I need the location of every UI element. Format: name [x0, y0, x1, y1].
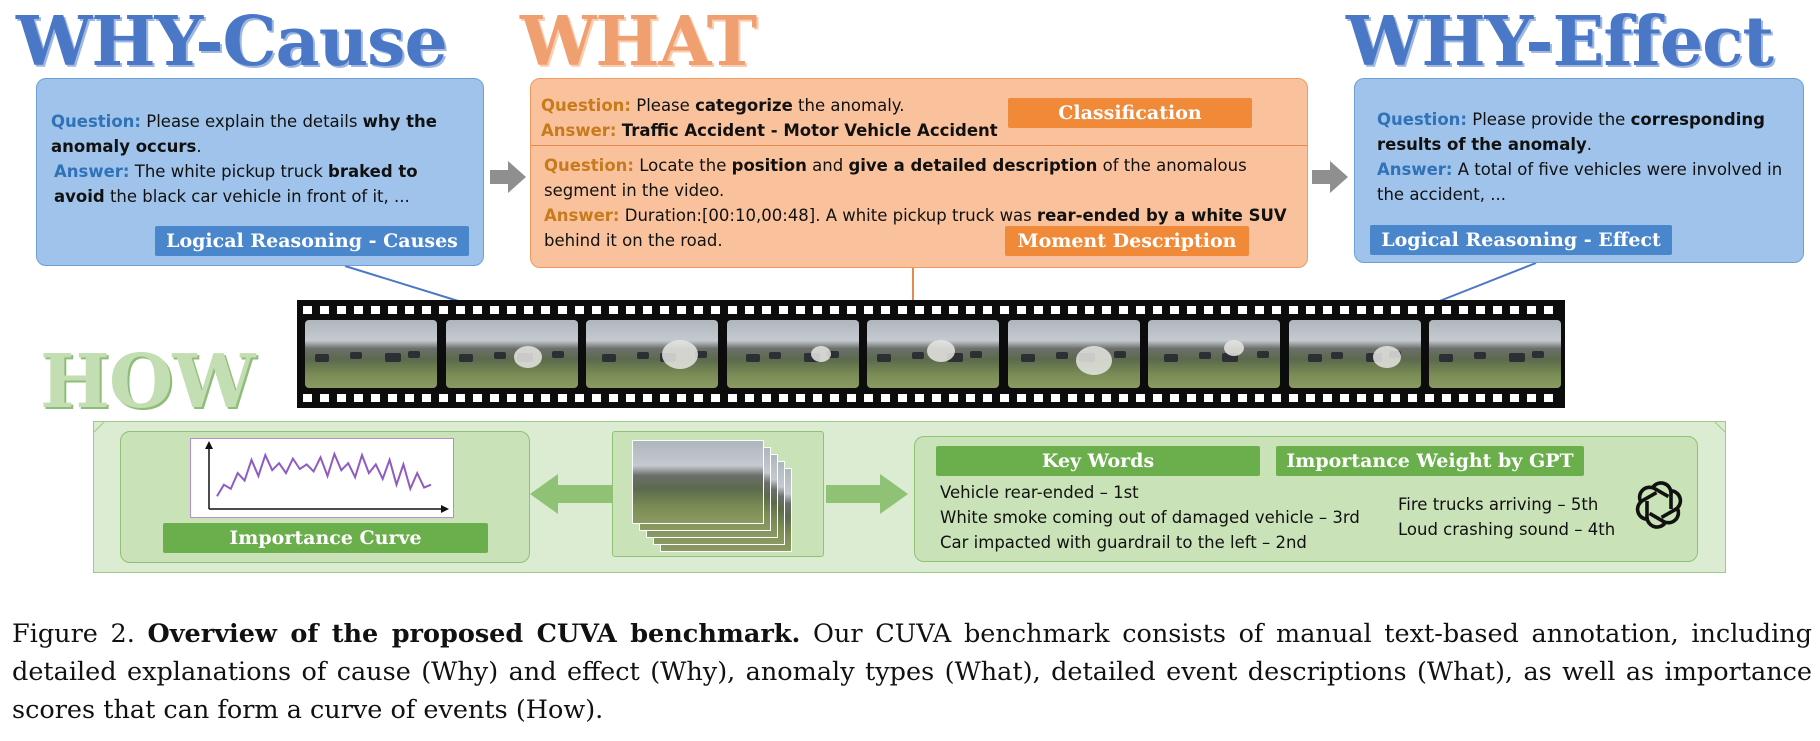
- what-answer-1: Answer: Traffic Accident - Motor Vehicle…: [541, 121, 998, 140]
- smoke-shape: [1075, 346, 1112, 375]
- vehicle-shape: [1532, 351, 1544, 358]
- vehicle-shape: [745, 354, 760, 362]
- keyword-item: Car impacted with guardrail to the left …: [940, 533, 1307, 552]
- vehicle-shape: [1307, 354, 1322, 362]
- curve-y-arrow: [205, 441, 213, 449]
- video-frame: [1148, 320, 1280, 388]
- video-frame: [305, 320, 437, 388]
- video-frame: [586, 320, 718, 388]
- heading-why-effect: WHY-Effect: [1346, 2, 1774, 82]
- tag-importance-weight-by-gpt: Importance Weight by GPT: [1276, 446, 1584, 476]
- vehicle-shape: [826, 351, 839, 358]
- gray-right-arrow-icon: [1312, 161, 1348, 193]
- vehicle-shape: [602, 354, 616, 362]
- vehicle-shape: [1257, 351, 1269, 358]
- effect-answer: Answer: A total of five vehicles were in…: [1377, 160, 1783, 204]
- video-frame: [726, 320, 859, 388]
- keyword-item: White smoke coming out of damaged vehicl…: [940, 508, 1360, 527]
- vehicle-shape: [768, 352, 781, 359]
- smoke-shape: [1372, 346, 1401, 369]
- importance-curve-chart: [190, 438, 454, 518]
- video-frame: [445, 320, 578, 388]
- vehicle-shape: [912, 352, 924, 359]
- vehicle-shape: [1113, 351, 1126, 358]
- vehicle-shape: [1020, 354, 1035, 362]
- vehicle-shape: [877, 354, 891, 362]
- heading-how: HOW: [40, 339, 255, 425]
- what-question-2: Question: Locate the position and give a…: [544, 156, 1247, 200]
- tag-classification: Classification: [1008, 98, 1252, 128]
- vehicle-shape: [493, 352, 506, 359]
- connector-lines: [344, 262, 1537, 305]
- cause-question: Question: Please explain the details why…: [51, 112, 437, 156]
- vehicle-shape: [1055, 352, 1068, 359]
- keyword-item: Vehicle rear-ended – 1st: [940, 483, 1139, 502]
- keyword-item: Fire trucks arriving – 5th: [1398, 495, 1599, 514]
- keyword-item: Loud crashing sound – 4th: [1398, 520, 1616, 539]
- what-question-1: Question: Please categorize the anomaly.: [541, 96, 905, 115]
- smoke-shape: [810, 346, 831, 362]
- vehicle-shape: [1330, 352, 1343, 359]
- vehicle-shape: [315, 354, 329, 362]
- vehicle-shape: [637, 352, 649, 359]
- heading-what: WHAT: [520, 2, 757, 82]
- vehicle-shape: [551, 351, 564, 358]
- vehicle-shape: [1164, 354, 1178, 362]
- tag-logical-reasoning-effect: Logical Reasoning - Effect: [1370, 225, 1672, 255]
- vehicle-shape: [947, 353, 963, 362]
- tag-importance-curve: Importance Curve: [163, 523, 488, 553]
- video-frame: [1288, 320, 1421, 388]
- green-double-arrow-icon: [530, 474, 908, 514]
- tag-moment-description: Moment Description: [1005, 226, 1249, 256]
- video-frame: [1429, 320, 1561, 388]
- vehicle-shape: [1222, 353, 1238, 362]
- video-frame: [867, 320, 999, 388]
- video-clip-frame: [632, 440, 764, 524]
- tag-key-words: Key Words: [936, 446, 1260, 476]
- figure-caption: Figure 2. Overview of the proposed CUVA …: [12, 619, 1812, 725]
- what-answer-2: Answer: Duration:[00:10,00:48]. A white …: [544, 206, 1287, 250]
- vehicle-shape: [385, 353, 401, 362]
- vehicle-shape: [1509, 353, 1525, 362]
- effect-question: Question: Please provide the correspondi…: [1377, 110, 1765, 154]
- smoke-shape: [513, 346, 542, 369]
- video-film-strip: [297, 300, 1565, 408]
- vehicle-shape: [408, 351, 420, 358]
- smoke-shape: [927, 340, 955, 363]
- smoke-shape: [1224, 340, 1244, 356]
- vehicle-shape: [350, 352, 362, 359]
- heading-why-cause: WHY-Cause: [16, 2, 448, 82]
- gray-right-arrow-icon: [490, 161, 526, 193]
- what-divider: [531, 145, 1307, 146]
- cause-answer: Answer: The white pickup truck braked to…: [54, 162, 418, 206]
- vehicle-shape: [970, 351, 982, 358]
- vehicle-shape: [458, 354, 473, 362]
- video-frame: [1007, 320, 1140, 388]
- smoke-shape: [662, 340, 698, 369]
- vehicle-shape: [1474, 352, 1486, 359]
- tag-logical-reasoning-causes: Logical Reasoning - Causes: [155, 226, 469, 256]
- vehicle-shape: [695, 351, 707, 358]
- vehicle-shape: [1439, 354, 1453, 362]
- importance-curve-line: [216, 451, 432, 497]
- openai-logo-icon: [1635, 481, 1683, 529]
- curve-x-arrow: [441, 505, 449, 513]
- vehicle-shape: [1199, 352, 1211, 359]
